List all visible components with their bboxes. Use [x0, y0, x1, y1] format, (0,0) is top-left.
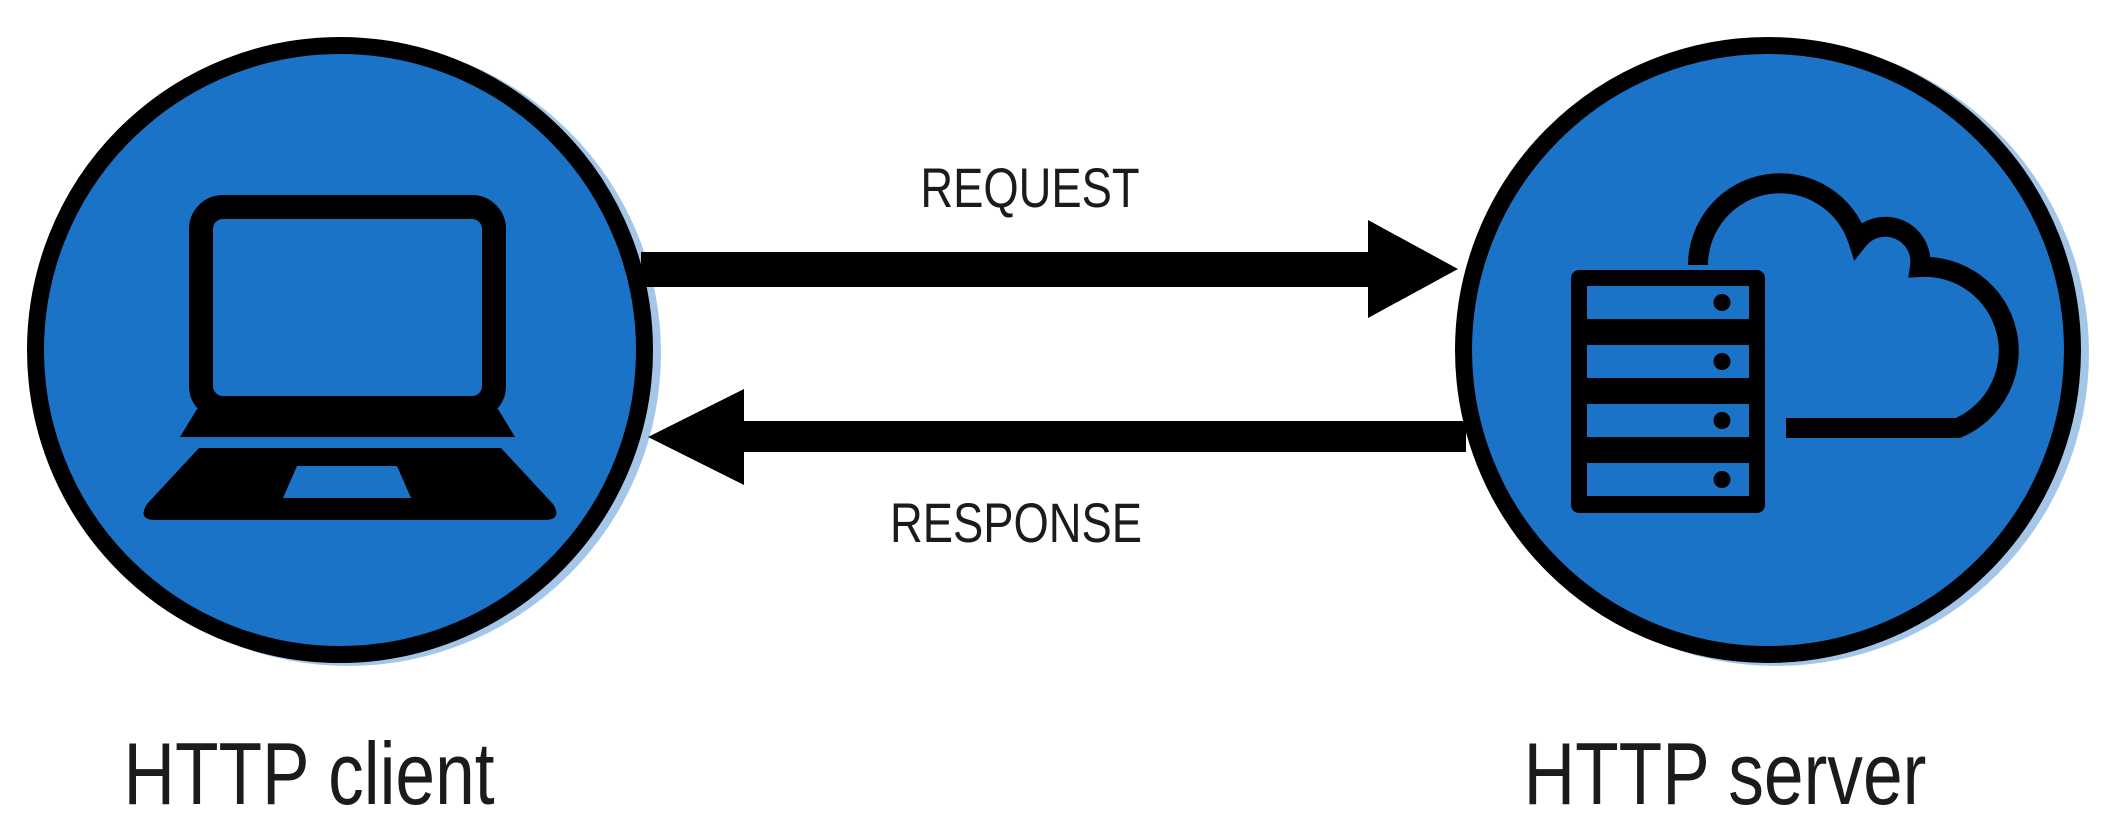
- server-cloud-icon: [1571, 173, 2019, 513]
- request-arrow: [641, 220, 1458, 318]
- http-client-label: HTTP client: [123, 724, 495, 823]
- laptop-hinge: [180, 409, 515, 437]
- laptop-icon: [143, 195, 557, 520]
- response-arrow: [648, 389, 1466, 485]
- cloud-icon: [1688, 173, 2019, 438]
- http-server-label: HTTP server: [1523, 724, 1927, 823]
- server-rack-frame: [1571, 270, 1765, 513]
- http-server-node: [1455, 37, 2081, 663]
- http-client-node: [27, 37, 653, 663]
- laptop-touchpad: [283, 466, 411, 498]
- server-rack-leds: [1713, 294, 1731, 488]
- request-arrow-label: REQUEST: [920, 156, 1140, 219]
- response-arrow-label: RESPONSE: [889, 491, 1143, 554]
- laptop-screen: [189, 195, 506, 420]
